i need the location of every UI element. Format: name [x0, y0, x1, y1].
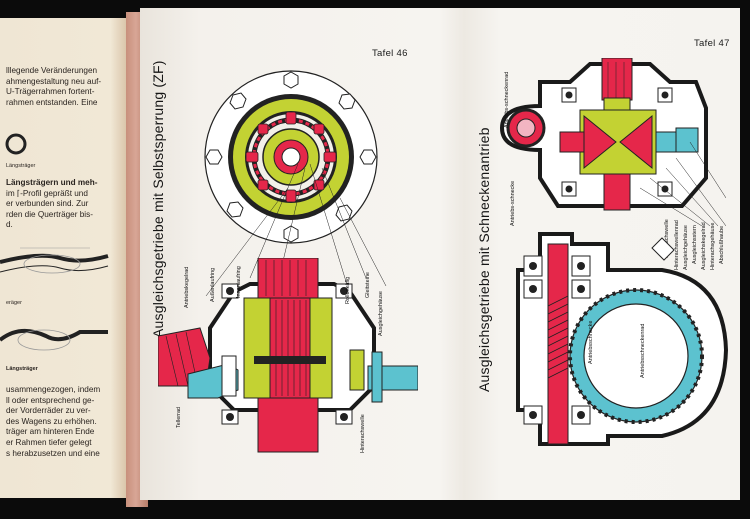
- plate-spread: Tafel 46 Ausgleichsgetriebe mit Selbstsp…: [140, 8, 740, 500]
- left-caption-1: Längsträger: [6, 163, 36, 169]
- left-paragraph-1: lllegende Veränderungen ahmengestaltung …: [6, 66, 102, 107]
- selbstsperrung-section-view: [158, 258, 418, 453]
- plate-46-label-antriebskegelrad: Antriebskegelrad: [184, 266, 190, 308]
- frame-drawing-2: [0, 328, 108, 351]
- left-page: lllegende Veränderungen ahmengestaltung …: [0, 18, 138, 498]
- plate-47-label-antriebsschneckenrad: Antriebs-schneckenrad: [504, 71, 510, 128]
- plate-46-label-ausgleichgehaeuse: Ausgleichgehäuse: [378, 291, 384, 336]
- left-paragraph-2: Längsträgern und meh- im ⌈-Profil gepräß…: [6, 178, 98, 230]
- frame-drawing-1: [0, 247, 109, 274]
- schneckenantrieb-side-view: [516, 232, 729, 446]
- plate-46-label-tellerrad: Tellerrad: [176, 406, 182, 428]
- plate-47-title: Ausgleichsgetriebe mit Schneckenantrieb: [476, 127, 492, 392]
- plate-46-label-hinterachswelle: Hinterachswelle: [360, 414, 366, 453]
- plate-47-label-antriebsschneckenrad-bottom: Antriebsschneckenrad: [640, 323, 646, 378]
- plate-46-label-aussenlaufring: Außenlaufring: [210, 267, 216, 302]
- plate-47-label-antriebsschnecke: Antriebs-schnecke: [510, 180, 516, 226]
- plate-46-label-rollenkaefig: Rollenkäfig: [345, 276, 351, 304]
- plate-46-label-gleitsteine: Gleitsteine: [365, 272, 371, 298]
- left-caption-3: Längsträger: [6, 366, 38, 372]
- plate-46-label: Tafel 46: [372, 48, 408, 59]
- plate-47-label-antriebsschnecke-bottom: Antriebsschnecke: [588, 320, 594, 364]
- left-paragraph-3: usammengezogen, indem ll oder entspreche…: [6, 385, 101, 458]
- plate-46-label-innenlaufring: Innenlaufring: [236, 266, 242, 298]
- left-caption-2: eräger: [6, 300, 22, 306]
- ring-figure: [5, 133, 27, 155]
- schneckenantrieb-top-view: [500, 58, 726, 226]
- selbstsperrung-top-view: [204, 70, 378, 244]
- plate-47-label: Tafel 47: [694, 38, 730, 49]
